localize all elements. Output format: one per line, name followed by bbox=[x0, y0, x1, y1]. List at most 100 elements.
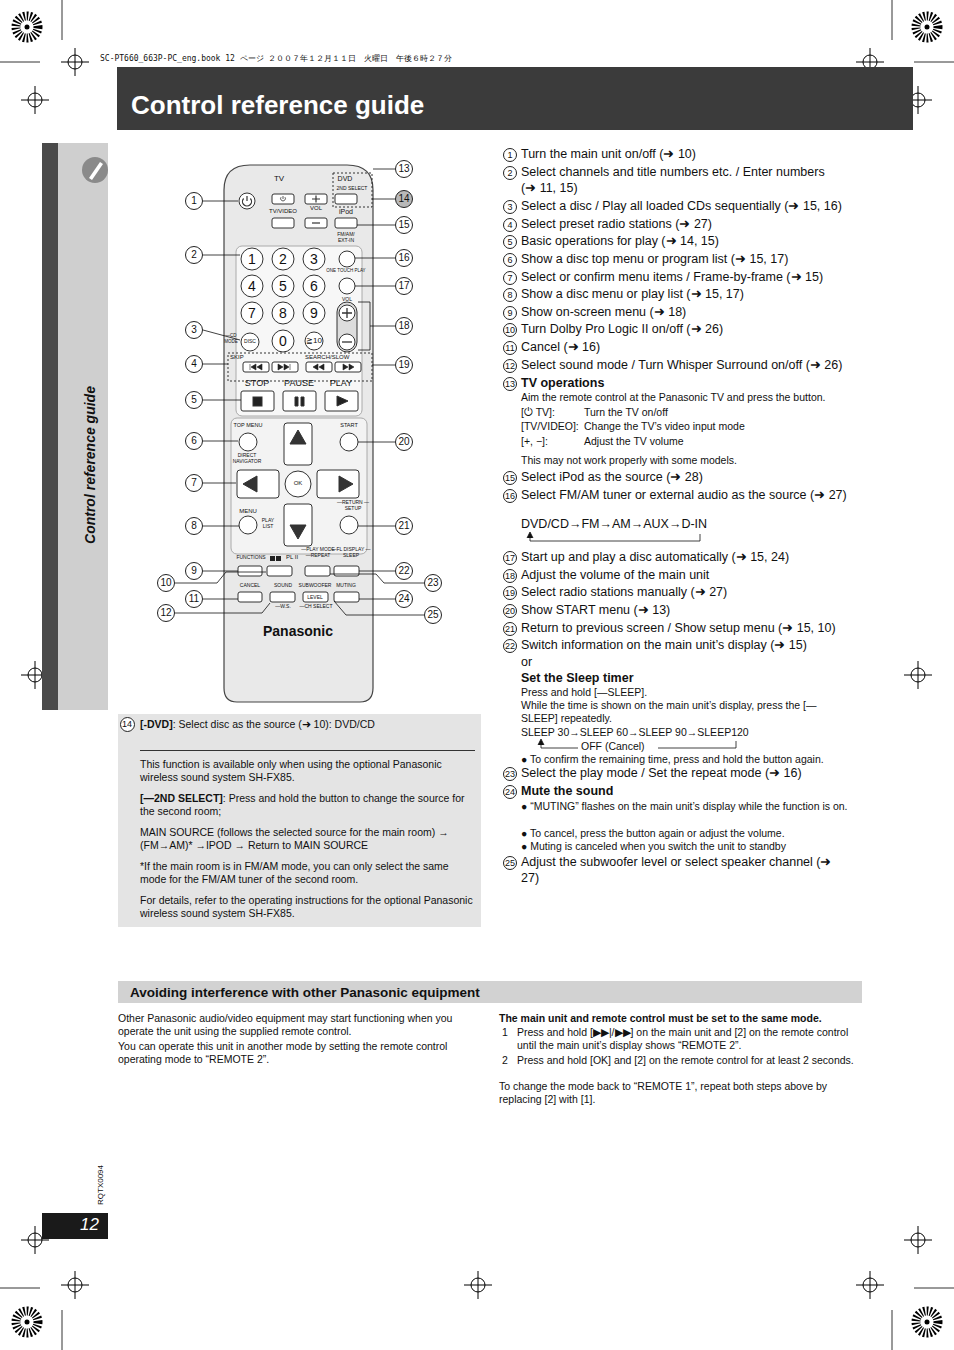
button-label-text: PL II bbox=[286, 554, 298, 560]
button-label-text: ≧10 bbox=[306, 336, 322, 345]
remote-control-part bbox=[342, 341, 352, 342]
cycle-brackets-part bbox=[538, 739, 544, 745]
body-text-text: Press and hold [OK] and [2] on the remot… bbox=[517, 1054, 854, 1066]
callout-number-text: 23 bbox=[505, 770, 515, 779]
callout-number: 9 bbox=[185, 562, 203, 580]
callout-number: 5 bbox=[185, 391, 203, 409]
button-label-text: —RETURN —SETUP bbox=[337, 499, 369, 511]
remote-control-part bbox=[340, 433, 358, 451]
callout-number: 16 bbox=[395, 249, 413, 267]
list-item-text-text: Select iPod as the source (➜ 28) bbox=[521, 470, 703, 484]
remote-control-part bbox=[270, 556, 275, 561]
remote-control-part bbox=[272, 194, 294, 204]
note-box-text: [—2ND SELECT]: Press and hold the button… bbox=[140, 792, 475, 819]
button-label-text: —CH SELECT bbox=[299, 603, 332, 609]
callout-number-text: 18 bbox=[398, 321, 409, 331]
callout-number-text: 25 bbox=[505, 859, 515, 868]
list-item-text: ● To confirm the remaining time, press a… bbox=[521, 753, 871, 766]
callout-number: 3 bbox=[185, 321, 203, 339]
callout-number-text: 11 bbox=[505, 344, 514, 353]
leader-lines-part bbox=[330, 574, 424, 615]
callout-number: 24 bbox=[395, 590, 413, 608]
list-item-text-text: Select sound mode / Turn Whisper Surroun… bbox=[521, 358, 842, 372]
remote-control-part bbox=[272, 302, 294, 324]
body-text: Press and hold [OK] and [2] on the remot… bbox=[517, 1054, 857, 1067]
button-label-text: FUNCTIONS bbox=[236, 554, 265, 560]
list-item-text: Select or confirm menu items / Frame-by-… bbox=[521, 269, 861, 285]
button-label: 9 bbox=[304, 304, 324, 322]
note-box-text-text: *If the main room is in FM/AM mode, you … bbox=[140, 860, 449, 885]
list-item-text-text: Aim the remote control at the Panasonic … bbox=[521, 391, 825, 403]
list-item-text-text: Select or confirm menu items / Frame-by-… bbox=[521, 270, 823, 284]
button-label-text: DIRECT NAVIGATOR bbox=[233, 452, 262, 464]
list-item-text-text: Show a disc menu or play list (➜ 15, 17) bbox=[521, 287, 744, 301]
list-item-text: Turn the main unit on/off (➜ 10) bbox=[521, 146, 861, 162]
list-item-text-text: Set the Sleep timer bbox=[521, 671, 634, 685]
remote-control-part bbox=[238, 566, 262, 576]
remote-control-part bbox=[312, 196, 320, 203]
remote-control-part bbox=[290, 525, 306, 539]
remote-control-part bbox=[239, 193, 255, 209]
button-label: —CH SELECT bbox=[299, 603, 333, 609]
callout-number: 21 bbox=[503, 622, 517, 636]
button-label: PLAY bbox=[321, 378, 361, 389]
remote-control-part bbox=[241, 391, 274, 411]
list-item-text-text: Change the TV’s video input mode bbox=[584, 420, 745, 432]
remote-control-part bbox=[333, 173, 372, 207]
note-box-text-text: 14 bbox=[122, 720, 132, 729]
callout-number-text: 8 bbox=[507, 291, 512, 300]
list-item-text-text: Select FM/AM tuner or external audio as … bbox=[521, 488, 847, 502]
list-item-text: Turn Dolby Pro Logic II on/off (➜ 26) bbox=[521, 321, 861, 337]
registration-marks-part bbox=[16, 16, 38, 38]
callout-number-text: 20 bbox=[505, 607, 515, 616]
list-item-text-text: Select the play mode / Set the repeat mo… bbox=[521, 766, 802, 780]
list-item-text: Select the play mode / Set the repeat mo… bbox=[521, 765, 861, 781]
list-item-text: Select preset radio stations (➜ 27) bbox=[521, 216, 861, 232]
list-item-text: Basic operations for play (➜ 14, 15) bbox=[521, 233, 861, 249]
registration-marks-part bbox=[904, 1226, 932, 1254]
remote-control-part bbox=[305, 566, 330, 576]
button-label: —RETURN —SETUP bbox=[336, 499, 370, 512]
callout-number-text: 12 bbox=[160, 608, 171, 618]
list-item-text-text: Select radio stations manually (➜ 27) bbox=[521, 585, 727, 599]
body-text: The main unit and remote control must be… bbox=[499, 1012, 859, 1025]
body-text: You can operate this unit in another mod… bbox=[118, 1040, 480, 1067]
side-tab-part bbox=[89, 162, 103, 180]
remote-control-part bbox=[340, 516, 358, 534]
remote-control-part bbox=[334, 566, 359, 576]
callout-number: 11 bbox=[185, 590, 203, 608]
list-item-text: Mute the sound bbox=[521, 783, 821, 799]
callout-number: 19 bbox=[395, 356, 413, 374]
remote-control-part bbox=[339, 278, 355, 294]
note-box-text: For details, refer to the operating inst… bbox=[140, 894, 475, 921]
remote-control-part bbox=[305, 332, 323, 350]
list-item-text-text: Mute the sound bbox=[521, 784, 613, 798]
button-label: MUTING bbox=[331, 582, 361, 588]
button-label: STOP bbox=[237, 378, 277, 389]
callout-number: 3 bbox=[503, 200, 517, 214]
list-item-text-text: While the time is shown on the main unit… bbox=[521, 699, 817, 724]
remote-control-part bbox=[339, 476, 353, 492]
list-item-text: Select sound mode / Turn Whisper Surroun… bbox=[521, 357, 866, 373]
section-band: Avoiding interference with other Panason… bbox=[118, 981, 862, 1003]
callout-number: 20 bbox=[503, 604, 517, 618]
callout-number: 10 bbox=[503, 323, 517, 337]
list-item-text-text: DVD/CD→FM→AM→AUX→D-IN bbox=[521, 517, 707, 531]
print-header-text: SC-PT660_663P-PC_eng.book 12 ページ ２００７年１２… bbox=[100, 54, 453, 63]
button-label: VOL bbox=[337, 296, 357, 302]
callout-number: 10 bbox=[157, 574, 175, 592]
list-item-text-text: ● To confirm the remaining time, press a… bbox=[521, 753, 824, 765]
list-item-text: Cancel (➜ 16) bbox=[521, 339, 861, 355]
registration-marks-part bbox=[21, 86, 49, 114]
button-label: 2 bbox=[273, 250, 293, 268]
note-box-text: 14 bbox=[120, 717, 135, 732]
callout-number: 17 bbox=[395, 277, 413, 295]
list-item-text: ● “MUTING” flashes on the main unit’s di… bbox=[521, 800, 856, 813]
remote-control-part bbox=[224, 165, 373, 702]
note-box-text: *If the main room is in FM/AM mode, you … bbox=[140, 860, 475, 887]
list-item-text-text: Turn Dolby Pro Logic II on/off (➜ 26) bbox=[521, 322, 723, 336]
registration-marks-part bbox=[916, 1311, 938, 1333]
list-item-text: Turn the TV on/off bbox=[584, 406, 854, 419]
